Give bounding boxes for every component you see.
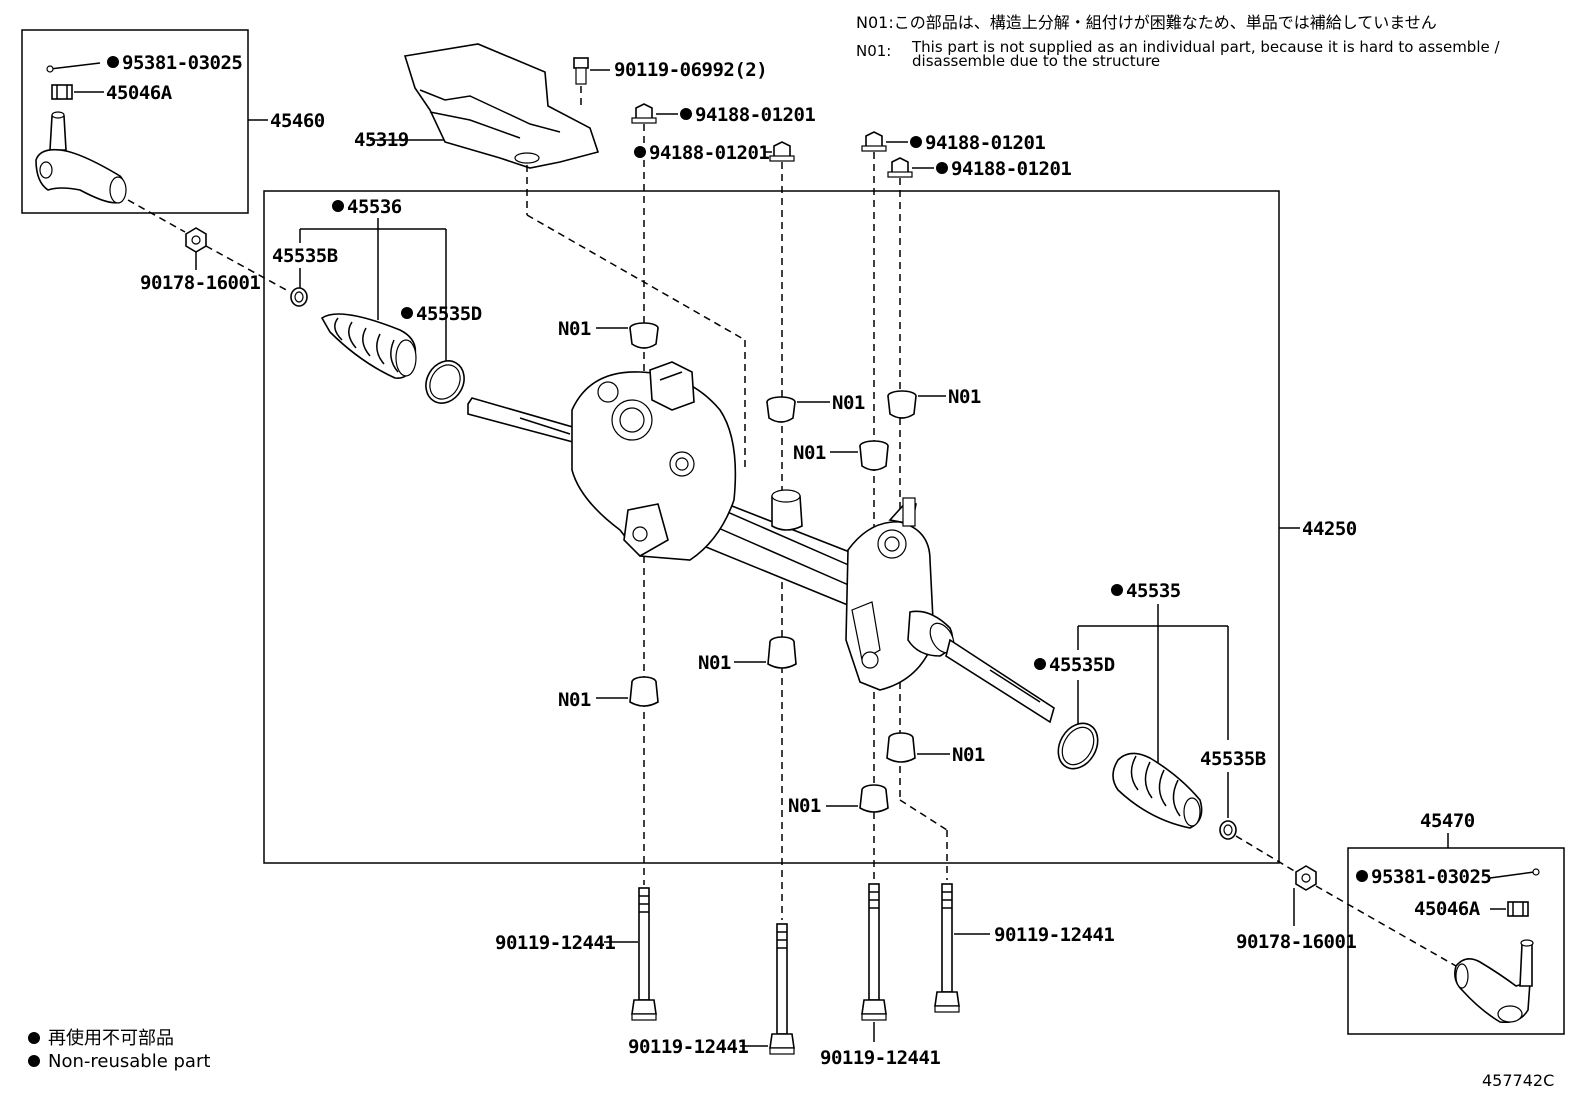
label-95381-right: 95381-03025 <box>1371 866 1491 888</box>
note-en-line2: disassemble due to the structure <box>912 52 1160 70</box>
non-reusable-dot <box>1356 870 1368 882</box>
non-reusable-dot <box>634 146 646 158</box>
label-45535: 45535 <box>1126 580 1181 602</box>
bolt-b-icon <box>769 923 795 1055</box>
label-45535b-right: 45535B <box>1200 748 1266 770</box>
non-reusable-dot <box>910 136 922 148</box>
label-45535b-left: 45535B <box>272 245 338 267</box>
castle-nut-icon <box>51 84 73 100</box>
legend-jp: 再使用不可部品 <box>48 1028 174 1049</box>
bushing-n01-2-icon <box>766 396 796 423</box>
tie-rod-end-right-icon <box>1454 939 1534 1024</box>
label-45536: 45536 <box>347 196 402 218</box>
label-90119-12441-a: 90119-12441 <box>495 932 615 954</box>
nut-94188-b-icon <box>769 141 795 162</box>
nut-94188-c-icon <box>861 131 887 152</box>
nut-94188-a-icon <box>631 103 657 124</box>
label-n01-3: N01 <box>948 386 981 408</box>
bushing-n01-1-icon <box>629 322 659 349</box>
dust-cover-45319 <box>403 43 600 169</box>
label-45046a-left: 45046A <box>106 82 173 104</box>
clamp-45535b-left-icon <box>290 287 308 307</box>
note-en-prefix: N01: <box>856 42 891 60</box>
non-reusable-dot <box>1034 658 1046 670</box>
label-n01-6: N01 <box>558 689 591 711</box>
tie-rod-end-left-icon <box>35 111 127 204</box>
box-45470 <box>1347 847 1565 1035</box>
label-90119-12441-d: 90119-12441 <box>994 924 1114 946</box>
bushing-n01-8-icon <box>859 784 889 813</box>
label-n01-4: N01 <box>793 442 826 464</box>
clamp-45535d-right-icon <box>1057 722 1099 770</box>
castle-nut-right-icon <box>1507 901 1529 917</box>
non-reusable-dot <box>680 108 692 120</box>
label-95381-left: 95381-03025 <box>122 52 242 74</box>
label-90119-12441-b: 90119-12441 <box>628 1036 748 1058</box>
diagram-id: 457742C <box>1482 1071 1554 1090</box>
bushing-n01-5-icon <box>767 636 797 669</box>
boot-left-icon <box>320 313 417 379</box>
label-n01-5: N01 <box>698 652 731 674</box>
non-reusable-dot <box>401 307 413 319</box>
steering-rack-icon <box>467 361 1055 724</box>
label-n01-8: N01 <box>788 795 821 817</box>
nut-94188-d-icon <box>887 157 913 178</box>
label-90178-left: 90178-16001 <box>140 272 260 294</box>
bolt-c-icon <box>861 883 887 1021</box>
bushing-n01-4-icon <box>859 440 889 471</box>
non-reusable-dot <box>1111 584 1123 596</box>
label-45319: 45319 <box>354 129 409 151</box>
label-45470: 45470 <box>1420 810 1475 832</box>
bolt-d-icon <box>934 883 960 1013</box>
label-n01-1: N01 <box>558 318 591 340</box>
boot-right-icon <box>1112 752 1203 829</box>
label-45460: 45460 <box>270 110 325 132</box>
label-90178-right: 90178-16001 <box>1236 931 1356 953</box>
clamp-45535d-left-icon <box>425 360 465 404</box>
label-90119-06992: 90119-06992(2) <box>614 59 767 81</box>
label-45535d-right: 45535D <box>1049 654 1115 676</box>
bolt-a-icon <box>631 887 657 1021</box>
bushing-n01-3-icon <box>887 390 917 419</box>
label-94188-c: 94188-01201 <box>925 132 1045 154</box>
box-45460 <box>21 29 249 214</box>
non-reusable-dot <box>936 162 948 174</box>
label-94188-a: 94188-01201 <box>695 104 815 126</box>
label-n01-7: N01 <box>952 744 985 766</box>
label-90119-12441-c: 90119-12441 <box>820 1047 940 1069</box>
lock-nut-left-icon <box>185 227 207 253</box>
bolt-90119-06992-icon <box>573 57 589 85</box>
legend-dot <box>28 1032 40 1044</box>
label-94188-b: 94188-01201 <box>649 142 769 164</box>
non-reusable-dot <box>332 200 344 212</box>
bushing-n01-7-icon <box>886 732 916 763</box>
legend-dot <box>28 1055 40 1067</box>
label-45535d-left: 45535D <box>416 303 482 325</box>
lock-nut-right-icon <box>1295 865 1317 891</box>
label-44250: 44250 <box>1302 518 1357 540</box>
label-45046a-right: 45046A <box>1414 898 1481 920</box>
cotter-pin-right-icon <box>1489 868 1540 879</box>
cotter-pin-icon <box>46 62 101 73</box>
note-en-line1: This part is not supplied as an individu… <box>911 38 1500 56</box>
bushing-n01-6-icon <box>629 676 659 707</box>
clamp-45535b-right-icon <box>1219 820 1237 840</box>
label-n01-2: N01 <box>832 392 865 414</box>
legend-en: Non-reusable part <box>48 1051 210 1072</box>
non-reusable-dot <box>107 56 119 68</box>
label-94188-d: 94188-01201 <box>951 158 1071 180</box>
box-44250 <box>263 190 1280 864</box>
note-jp: N01:この部品は、構造上分解・組付けが困難なため、単品では補給していません <box>856 13 1437 32</box>
